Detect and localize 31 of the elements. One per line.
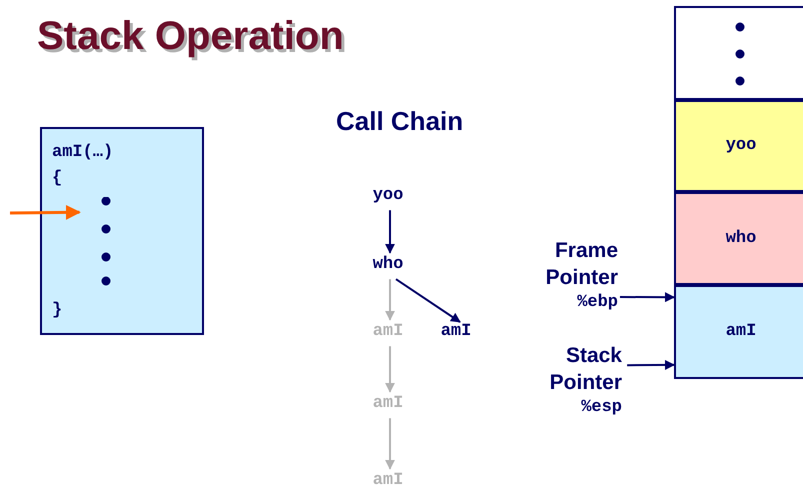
frame-name: who	[724, 228, 758, 248]
stack-frame	[674, 285, 803, 379]
arrow	[620, 292, 675, 302]
function-name-text: who	[372, 255, 404, 274]
function-name-text: amI	[372, 471, 404, 490]
open-brace: {	[52, 169, 62, 188]
function-name-text: amI	[440, 322, 472, 341]
arrow	[385, 418, 395, 470]
register-name: %ebp	[577, 293, 618, 312]
call-chain-heading: Call Chain	[336, 106, 464, 137]
arrow	[395, 278, 461, 323]
arrow	[627, 360, 675, 370]
function-signature: amI(…)	[52, 143, 114, 162]
register-name: %esp	[581, 398, 622, 417]
arrow	[10, 204, 81, 220]
close-brace: }	[52, 301, 62, 320]
arrow	[385, 210, 395, 254]
code-box	[40, 127, 204, 335]
slide-title: Stack Operation	[37, 14, 344, 59]
function-name-text: amI	[372, 322, 404, 341]
pointer-name: Frame Pointer	[544, 238, 618, 291]
stack-frame	[674, 100, 803, 192]
stack-frame	[674, 6, 803, 100]
pointer-name: Stack Pointer	[548, 343, 622, 396]
arrow	[385, 279, 395, 321]
function-name-text: yoo	[372, 186, 404, 205]
function-name-text: amI	[372, 394, 404, 413]
arrow	[385, 346, 395, 393]
frame-name: amI	[724, 322, 758, 341]
frame-name: yoo	[724, 136, 758, 155]
stack-frame	[674, 192, 803, 285]
